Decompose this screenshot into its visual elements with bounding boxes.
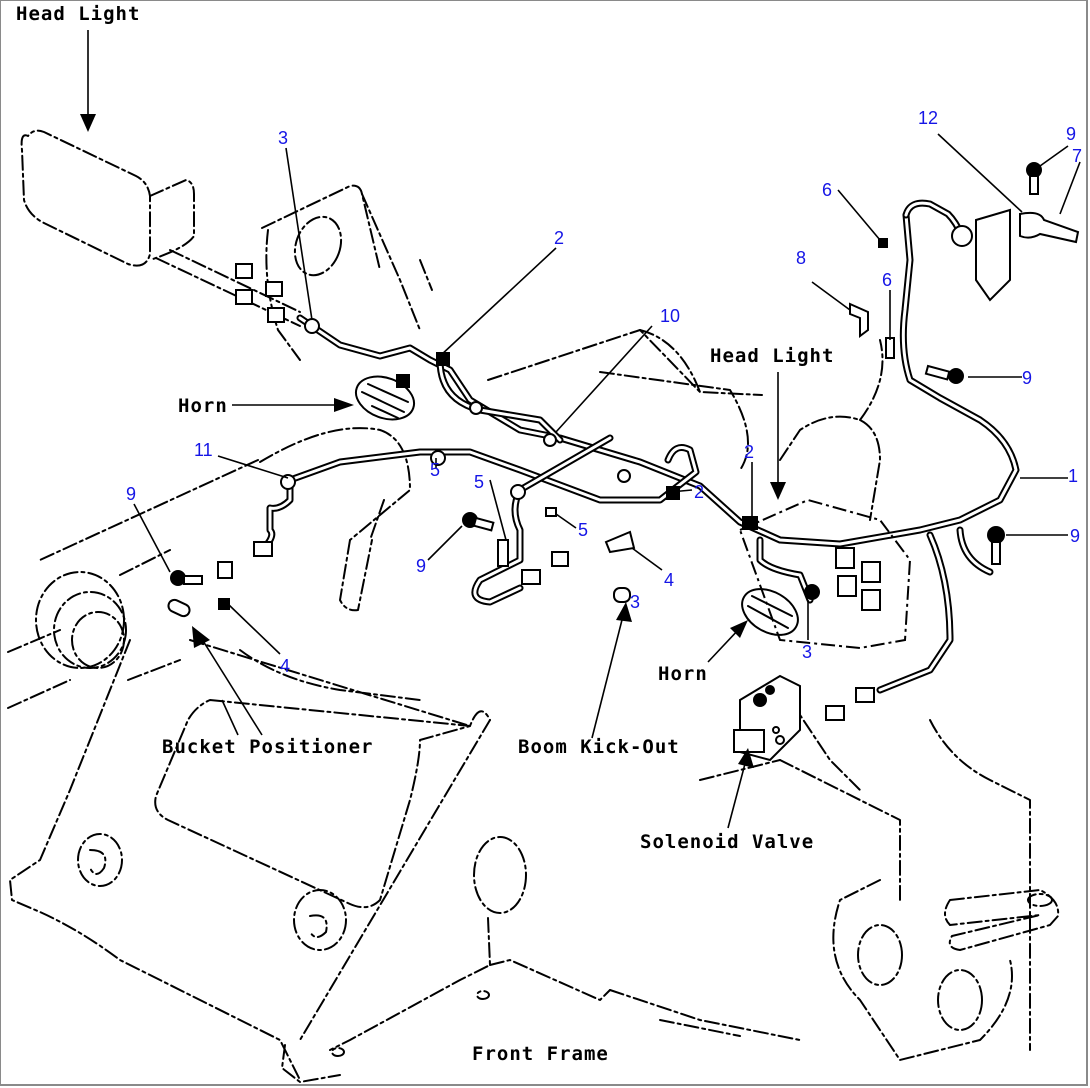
label-boom-kick-out: Boom Kick-Out [518, 736, 680, 758]
text-labels: Head Light Head Light Horn Horn Bucket P… [16, 3, 834, 1065]
bolt-icon [987, 526, 1005, 565]
callout-4: 4 [280, 656, 290, 676]
horn-right-part [738, 498, 912, 650]
callout-9: 9 [1066, 124, 1076, 144]
bolt-icon [1026, 162, 1042, 195]
bolt-icon [462, 512, 495, 532]
callout-12: 12 [918, 108, 938, 128]
label-horn-left: Horn [178, 395, 228, 417]
callout-9: 9 [416, 556, 426, 576]
callout-11: 11 [194, 440, 213, 460]
callout-6: 6 [882, 270, 892, 290]
callout-numbers: 1 2 2 2 3 3 3 4 4 5 5 5 6 6 7 8 9 9 9 9 … [126, 108, 1082, 676]
callout-3: 3 [630, 592, 640, 612]
callout-1: 1 [1068, 466, 1078, 486]
label-head-light-right: Head Light [710, 345, 834, 367]
callout-leaders [133, 133, 1081, 655]
connector-icon [235, 263, 253, 279]
callout-2: 2 [694, 482, 704, 502]
connector-icon [267, 307, 285, 323]
bolt-icon [170, 570, 203, 586]
callout-5: 5 [430, 460, 440, 480]
wiring-harness [258, 199, 1020, 694]
label-leaders [80, 30, 786, 829]
label-front-frame: Front Frame [472, 1043, 609, 1065]
callout-8: 8 [796, 248, 806, 268]
bolt-icon [924, 364, 964, 384]
callout-3: 3 [278, 128, 288, 148]
callout-2: 2 [554, 228, 564, 248]
label-solenoid-valve: Solenoid Valve [640, 831, 814, 853]
callout-9: 9 [1070, 526, 1080, 546]
connector-icon [265, 281, 283, 297]
callout-2: 2 [744, 442, 754, 462]
components [167, 162, 1080, 762]
callout-6: 6 [822, 180, 832, 200]
front-frame-outline [7, 129, 1060, 1083]
callout-9: 9 [1022, 368, 1032, 388]
callout-5: 5 [474, 472, 484, 492]
solenoid-valve-part [733, 674, 801, 762]
horn-left-part [354, 374, 416, 421]
callout-4: 4 [664, 570, 674, 590]
label-head-light-left: Head Light [16, 3, 140, 25]
callout-9: 9 [126, 484, 136, 504]
callout-7: 7 [1072, 146, 1082, 166]
callout-3: 3 [802, 642, 812, 662]
connector-icon [235, 289, 253, 305]
callout-5: 5 [578, 520, 588, 540]
label-bucket-positioner: Bucket Positioner [162, 736, 373, 758]
label-horn-right: Horn [658, 663, 708, 685]
callout-10: 10 [660, 306, 680, 326]
